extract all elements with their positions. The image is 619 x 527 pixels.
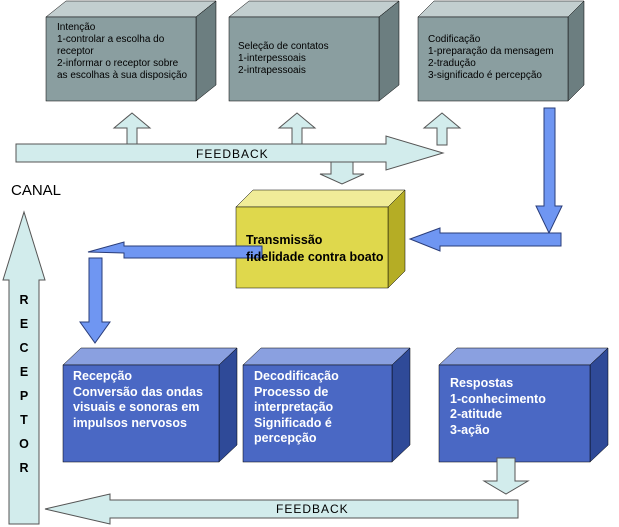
box-recepcao-top [62, 347, 238, 366]
box-recepcao-text: Recepção Conversão das ondas visuais e s… [73, 369, 203, 430]
receptor-letter: E [19, 317, 29, 331]
feedback-arrow-bottom [44, 493, 519, 525]
arrow-down-recepcao-stem [79, 257, 111, 344]
box-respostas-front [438, 364, 591, 463]
receptor-arrow [2, 210, 46, 525]
box-transmissao-text: Transmissão fidelidade contra boato [246, 233, 384, 264]
receptor-letter: O [19, 437, 29, 451]
box-decodificacao-text: Decodificação Processo de interpretação … [254, 369, 339, 445]
box-transmissao-side [387, 189, 406, 289]
box-selecao-text: Seleção de contatos 1-interpessoais 2-in… [238, 41, 329, 76]
box-transmissao-top [235, 189, 406, 208]
box-codificacao-top [417, 0, 585, 18]
box-selecao-front [228, 16, 380, 102]
box-decodificacao-top [242, 347, 411, 366]
box-selecao-top [228, 0, 400, 18]
box-selecao [228, 0, 400, 102]
box-decodificacao [242, 347, 411, 463]
box-intencao-side [195, 0, 217, 102]
receptor-letter: R [19, 461, 29, 475]
receptor-vertical-text: R E C E P T O R [13, 0, 35, 527]
up-arrow-3 [422, 112, 462, 146]
feedback-arrow-top [15, 135, 445, 171]
receptor-letter: P [19, 389, 29, 403]
receptor-letter: C [19, 341, 29, 355]
box-respostas [438, 347, 609, 463]
box-respostas-text: Respostas 1-conhecimento 2-atitude 3-açã… [450, 376, 546, 437]
up-arrow-1 [112, 112, 152, 146]
arrow-codificacao-down [535, 107, 563, 235]
box-respostas-top [438, 347, 609, 366]
canal-label: CANAL [11, 182, 62, 199]
box-intencao [45, 0, 217, 102]
box-recepcao [62, 347, 238, 463]
arrow-from-transmissao [87, 241, 263, 259]
feedback-bottom-label: FEEDBACK [276, 502, 349, 516]
receptor-letter: E [19, 365, 29, 379]
box-intencao-front [45, 16, 197, 102]
feedback-top-label: FEEDBACK [196, 147, 269, 161]
arrow-into-transmissao [408, 227, 562, 252]
box-codificacao-side [567, 0, 585, 102]
box-codificacao-text: Codificação 1-preparação da mensagem 2-t… [428, 34, 554, 81]
box-recepcao-side [218, 347, 238, 463]
receptor-letter: R [19, 293, 29, 307]
up-arrow-2 [277, 112, 317, 146]
box-selecao-side [378, 0, 400, 102]
box-decodificacao-front [242, 364, 393, 463]
down-arrow-respostas [482, 457, 530, 495]
box-codificacao-front [417, 16, 569, 102]
receptor-letter: T [20, 413, 28, 427]
box-recepcao-front [62, 364, 220, 463]
box-decodificacao-side [391, 347, 411, 463]
box-codificacao [417, 0, 585, 102]
box-transmissao [235, 189, 406, 289]
box-respostas-side [589, 347, 609, 463]
box-intencao-top [45, 0, 217, 18]
box-intencao-text: Intenção 1-controlar a escolha do recept… [57, 22, 188, 81]
